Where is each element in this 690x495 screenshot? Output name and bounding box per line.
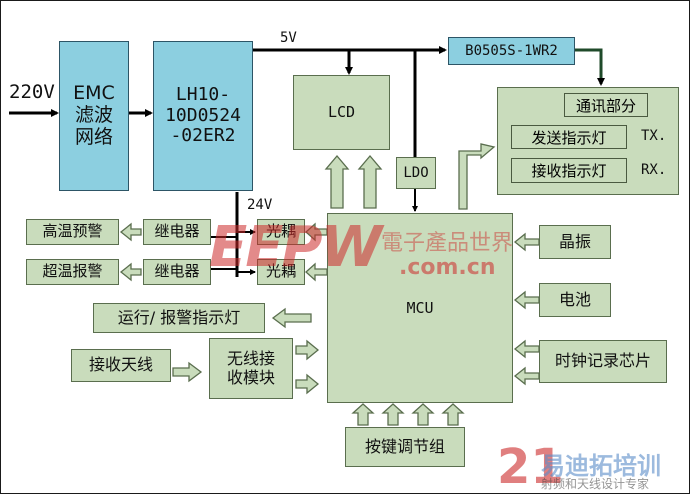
rx-label: RX.: [641, 162, 667, 178]
rail-5v-label: 5V: [280, 30, 297, 46]
rail-24v-label: 24V: [247, 197, 273, 213]
hollow-arrow-key-1: [351, 403, 375, 426]
high-temp-warning-block: 高温预警: [26, 219, 119, 245]
hollow-arrow-antenna: [172, 361, 203, 383]
optocoupler-block-2: 光耦: [257, 259, 305, 285]
hollow-arrow-key-4: [441, 403, 465, 426]
hollow-arrow-rtc-1: [513, 339, 540, 359]
emc-filter-block: EMC 滤波 网络: [59, 41, 129, 191]
hollow-arrow-comm: [458, 143, 496, 210]
wireless-module-block: 无线接 收模块: [209, 338, 293, 399]
run-alarm-indicator-block: 运行/ 报警指示灯: [93, 303, 265, 333]
hollow-arrow-opto-1: [305, 222, 328, 242]
hollow-arrow-alarm-1: [119, 222, 142, 242]
input-voltage-label: 220V: [9, 81, 55, 103]
hollow-arrow-key-3: [411, 403, 435, 426]
send-indicator: 发送指示灯: [511, 125, 627, 149]
crystal-block: 晶振: [539, 225, 611, 259]
hollow-arrow-wireless-2: [295, 373, 320, 395]
isolator-block: B0505S-1WR2: [448, 37, 575, 65]
key-group-block: 按键调节组: [345, 427, 465, 467]
relay-block-2: 继电器: [143, 259, 211, 285]
hollow-arrow-run: [271, 307, 312, 329]
hollow-arrow-wireless-1: [295, 339, 320, 361]
ldo-block: LDO: [396, 157, 436, 189]
hollow-arrow-crystal: [513, 232, 540, 252]
comm-title: 通讯部分: [564, 93, 648, 117]
isolator-to-comm: [575, 48, 605, 86]
tx-label: TX.: [641, 128, 667, 144]
lcd-block: LCD: [293, 75, 390, 150]
mcu-block: MCU: [327, 213, 513, 403]
relay-block-1: 继电器: [143, 219, 211, 245]
rtc-chip-block: 时钟记录芯片: [539, 340, 667, 383]
battery-block: 电池: [539, 283, 611, 317]
over-temp-alarm-block: 超温报警: [26, 259, 119, 285]
antenna-block: 接收天线: [71, 349, 171, 382]
hollow-arrow-key-2: [381, 403, 405, 426]
hollow-arrow-alarm-2: [119, 262, 142, 282]
optocoupler-block-1: 光耦: [257, 219, 305, 245]
hollow-arrow-lcd-2: [357, 154, 383, 209]
hollow-arrow-lcd-1: [324, 154, 350, 209]
hollow-arrow-rtc-2: [513, 366, 540, 386]
dcdc-converter-block: LH10- 10D0524 -02ER2: [153, 41, 253, 191]
hollow-arrow-battery: [513, 290, 540, 310]
recv-indicator: 接收指示灯: [511, 158, 627, 183]
hollow-arrow-opto-2: [305, 262, 328, 282]
